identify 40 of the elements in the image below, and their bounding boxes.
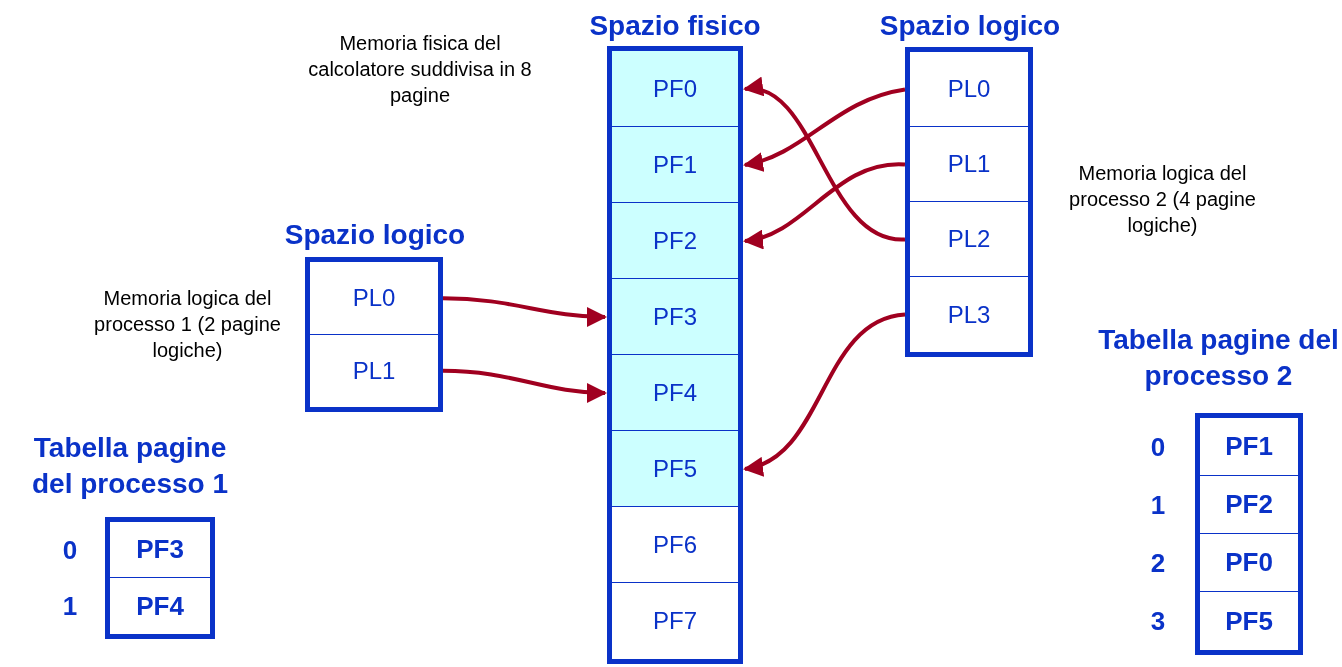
table-cell: PF0 <box>1200 534 1298 592</box>
table-cell: PF4 <box>110 578 210 634</box>
arrow <box>743 87 906 171</box>
row-index: 0 <box>61 535 79 566</box>
page-cell: PL2 <box>910 202 1028 277</box>
note-text: Memoria logica del processo 2 (4 pagine logiche) <box>1068 161 1257 238</box>
page-cell: PF3 <box>612 279 738 355</box>
table-cell: PF2 <box>1200 476 1298 534</box>
note-text: Memoria logica del processo 1 (2 pagine logiche) <box>93 286 282 363</box>
page-cell: PL3 <box>910 277 1028 352</box>
row-index: 0 <box>1149 432 1167 463</box>
row-index: 1 <box>1149 490 1167 521</box>
page-cell: PL1 <box>910 127 1028 202</box>
arrow <box>442 296 607 327</box>
page-cell: PL0 <box>910 52 1028 127</box>
table-cell: PF5 <box>1200 592 1298 650</box>
page-cell: PF2 <box>612 203 738 279</box>
page-cell: PL1 <box>310 334 438 407</box>
arrow <box>743 312 906 474</box>
arrow <box>442 368 607 403</box>
heading: Tabella pagine del processo 1 <box>30 431 230 501</box>
arrow <box>743 162 906 248</box>
arrow <box>743 80 906 242</box>
page-cell: PL0 <box>310 262 438 335</box>
page-cell: PF0 <box>612 51 738 127</box>
heading: Spazio logico <box>878 9 1062 43</box>
page-cell: PF7 <box>612 583 738 659</box>
page-cell: PF1 <box>612 127 738 203</box>
heading: Spazio logico <box>283 218 467 252</box>
heading: Tabella pagine del processo 2 <box>1097 323 1340 393</box>
table-cell: PF1 <box>1200 418 1298 476</box>
page-cell: PF6 <box>612 507 738 583</box>
heading: Spazio fisico <box>588 9 762 43</box>
note-text: Memoria fisica del calcolatore suddivisa in 8 pagine <box>307 31 533 108</box>
row-index: 1 <box>61 591 79 622</box>
table-cell: PF3 <box>110 522 210 578</box>
page-cell: PF4 <box>612 355 738 431</box>
row-index: 2 <box>1149 548 1167 579</box>
row-index: 3 <box>1149 606 1167 637</box>
page-cell: PF5 <box>612 431 738 507</box>
